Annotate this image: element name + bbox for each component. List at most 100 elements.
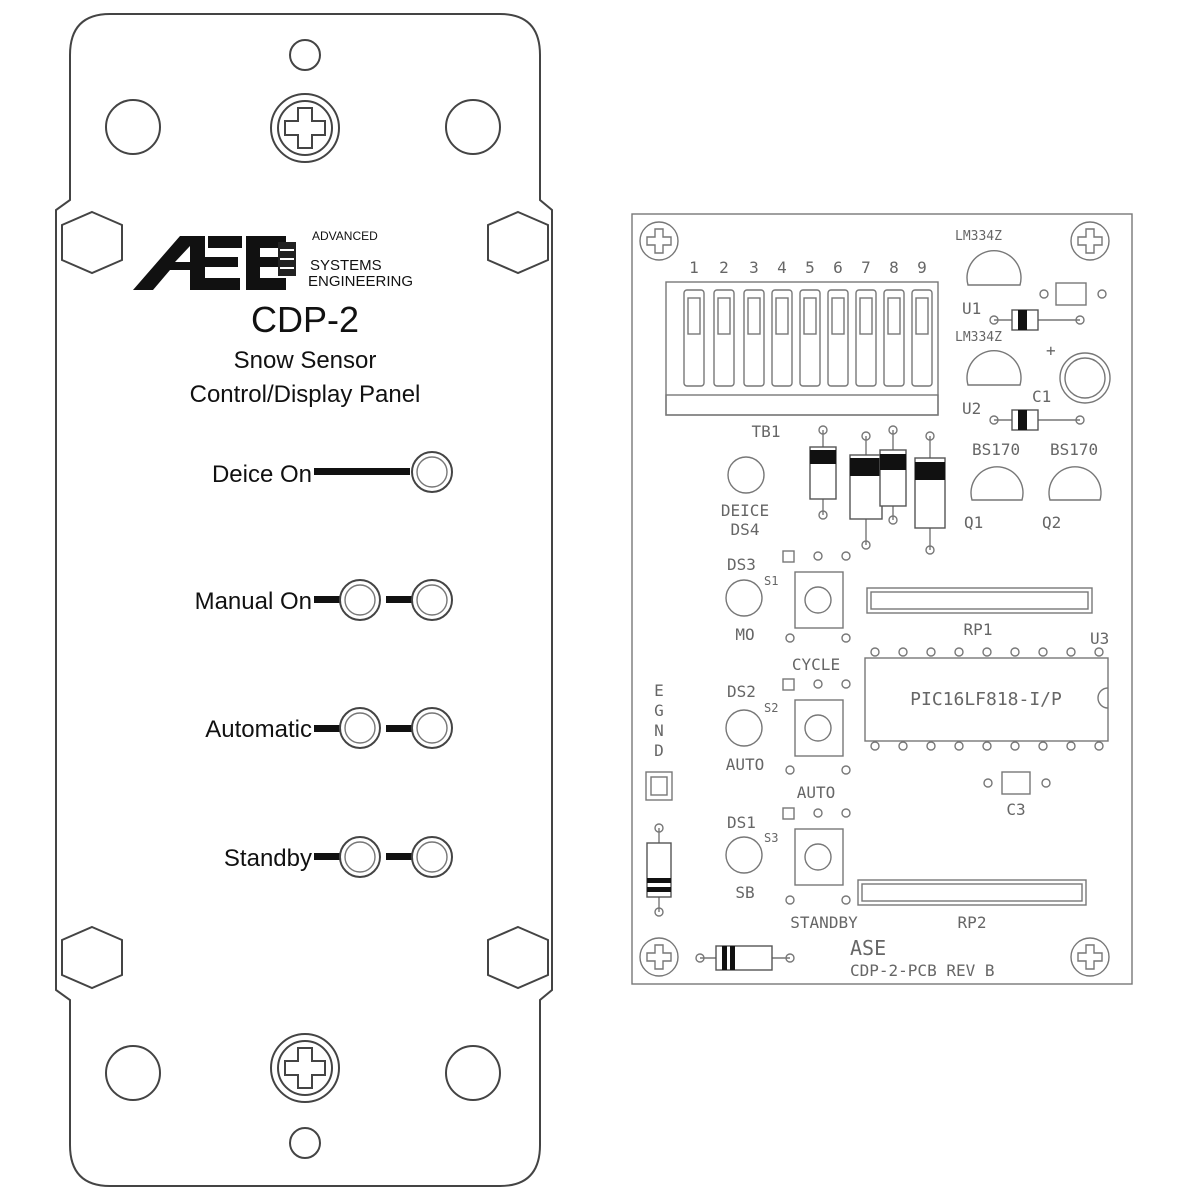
c1-label: C1: [1032, 387, 1051, 406]
lm334z-label: LM334Z: [955, 330, 1002, 345]
resistor-icon: [989, 309, 1085, 331]
led-ds4-icon: [727, 456, 765, 494]
chip-label: PIC16LF818-I/P: [910, 689, 1062, 710]
transistor-q1-icon: [970, 466, 1024, 501]
diode-icon: [849, 431, 883, 550]
transistor-u2-icon: [966, 350, 1022, 386]
capacitor-icon: [1055, 282, 1087, 306]
mount-hole: [445, 1045, 501, 1101]
bs170-label: BS170: [972, 440, 1020, 459]
switch-s2-icon: [782, 678, 851, 775]
led-icon: [411, 836, 453, 878]
top-screw-icon: [270, 93, 340, 163]
diode-icon: [695, 945, 795, 971]
led-icon: [339, 579, 381, 621]
chip-u3-icon: PIC16LF818-I/P: [864, 647, 1109, 751]
ds1-label: DS1: [727, 813, 756, 832]
indicator-label: Automatic: [205, 716, 312, 743]
indicator-label: Standby: [224, 845, 312, 872]
u1-label: U1: [962, 299, 981, 318]
terminal-numbers: 1 2 3 4 5 6 7 8 9: [689, 258, 927, 277]
logo-letter-s: [200, 257, 238, 267]
s1-label: S1: [764, 574, 778, 588]
plus-label: +: [1046, 341, 1056, 360]
q2-label: Q2: [1042, 513, 1061, 532]
sb-label: SB: [735, 883, 754, 902]
logo-line-1: SYSTEMS: [310, 257, 382, 274]
s2-label: S2: [764, 701, 778, 715]
bottom-hole: [289, 1127, 321, 1159]
egnd-letter: E: [654, 681, 664, 700]
indicator-label: Manual On: [195, 588, 312, 615]
egnd-pad-icon: [645, 771, 673, 801]
deice-label: DEICE: [721, 501, 769, 520]
indicator-automatic: Automatic: [205, 707, 453, 749]
standby-label: STANDBY: [790, 913, 858, 932]
rp2-label: RP2: [958, 913, 987, 932]
switch-s3-icon: [782, 807, 851, 905]
indicator-manual: Manual On: [195, 579, 453, 621]
u3-label: U3: [1090, 629, 1109, 648]
front-panel: ADVANCED SYSTEMS ENGINEERING CDP-2 Snow …: [55, 13, 553, 1187]
subtitle-line-1: Snow Sensor: [234, 347, 377, 374]
pcb-outline: [631, 213, 1133, 985]
transistor-q2-icon: [1048, 466, 1102, 501]
auto-label: AUTO: [726, 755, 765, 774]
terminal-number: 2: [719, 258, 729, 277]
logo-top-line: ADVANCED: [312, 229, 378, 243]
resistor-icon: [989, 409, 1085, 431]
led-ds1-icon: [725, 836, 763, 874]
logo-line-2: ENGINEERING: [308, 273, 413, 290]
terminal-number: 9: [917, 258, 927, 277]
resistor-pack-rp2: [857, 879, 1087, 906]
panel-outline: [55, 13, 553, 1187]
ds3-label: DS3: [727, 555, 756, 574]
mo-label: MO: [735, 625, 754, 644]
bottom-screw-icon: [270, 1033, 340, 1103]
led-icon: [339, 836, 381, 878]
pcb-screw-icon: [639, 221, 679, 261]
capacitor-c3-icon: [983, 771, 1051, 795]
rp1-label: RP1: [964, 620, 993, 639]
logo-letter-s: [208, 236, 242, 248]
terminal-number: 6: [833, 258, 843, 277]
pcb-screw-icon: [1070, 937, 1110, 977]
led-icon: [411, 707, 453, 749]
q1-label: Q1: [964, 513, 983, 532]
ase-pcb-label: ASE: [850, 936, 886, 960]
diode-icon: [914, 431, 946, 555]
logo-letter-s: [196, 278, 240, 290]
pcb-screw-icon: [639, 937, 679, 977]
terminal-number: 1: [689, 258, 699, 277]
lm334z-label: LM334Z: [955, 229, 1002, 244]
terminal-number: 5: [805, 258, 815, 277]
switch-s1-icon: [782, 550, 851, 643]
ase-logo: ADVANCED SYSTEMS ENGINEERING: [133, 229, 413, 290]
u2-label: U2: [962, 399, 981, 418]
resistor-pack-rp1: [866, 587, 1093, 614]
bs170-label: BS170: [1050, 440, 1098, 459]
top-hole: [289, 39, 321, 71]
terminal-number: 7: [861, 258, 871, 277]
ds2-label: DS2: [727, 682, 756, 701]
led-ds3-icon: [725, 579, 763, 617]
terminal-number: 3: [749, 258, 759, 277]
diode-icon: [809, 425, 837, 520]
led-icon: [339, 707, 381, 749]
tb1-label: TB1: [752, 422, 781, 441]
logo-letter-a: [133, 236, 205, 290]
indicator-standby: Standby: [224, 836, 453, 878]
hex-nut-icon: [487, 210, 549, 275]
cycle-label: CYCLE: [792, 655, 840, 674]
terminal-block-tb1: 1 2 3 4 5 6 7 8 9 TB1: [665, 258, 939, 441]
model-title: CDP-2: [251, 299, 359, 340]
auto-switch-label: AUTO: [797, 783, 836, 802]
indicator-deice: Deice On: [212, 451, 453, 493]
mount-hole: [105, 99, 161, 155]
ds4-label: DS4: [731, 520, 760, 539]
hex-nut-icon: [487, 925, 549, 990]
egnd-letter: D: [654, 741, 664, 760]
s3-label: S3: [764, 831, 778, 845]
pcb-board: 1 2 3 4 5 6 7 8 9 TB1: [631, 213, 1133, 985]
subtitle-line-2: Control/Display Panel: [190, 381, 421, 408]
